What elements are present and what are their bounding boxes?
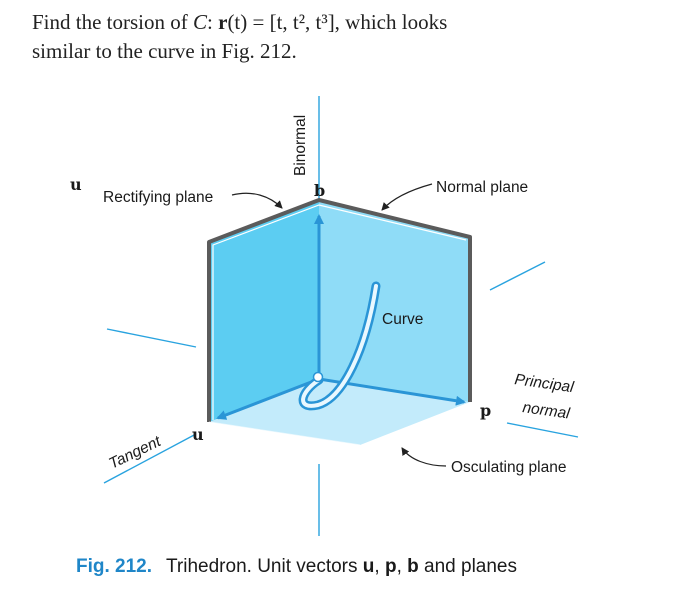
vector-r: r [218,10,228,34]
problem-line-1: Find the torsion of C: r(t) = [t, t², t³… [32,8,652,37]
colon: : [207,10,219,34]
principal-label: Principal [513,371,575,396]
u-top-label: u [70,175,82,194]
rectifying-plane-label: Rectifying plane [103,189,213,206]
plane-frame-inner [212,204,467,420]
curve-point [312,371,324,383]
tangent-axis-line [103,433,197,484]
normal-plane-trace [489,261,546,291]
problem-text: Find the torsion of [32,10,193,34]
osculating-leader [401,447,447,467]
caption-text: Trihedron. Unit vectors [166,556,363,577]
problem-line-2: similar to the curve in Fig. 212. [32,39,297,63]
floor-edge [208,421,361,446]
figure-number: Fig. 212. [76,556,153,577]
b-label: b [314,181,325,200]
plane-frame [207,198,472,422]
osculating-plane [209,379,470,445]
figure-caption: Fig. 212. Trihedron. Unit vectors u, p, b… [76,556,517,578]
curve-path-highlight [301,284,378,408]
problem-statement: Find the torsion of C: r(t) = [t, t², t³… [32,8,652,66]
u-tangent-label: u [192,425,204,444]
p-label: p [480,401,491,420]
normal-leader [381,183,433,211]
curve-definition: (t) = [t, t², t³], which looks [227,10,448,34]
caption-comma: , [374,556,385,577]
osculating-plane-label: Osculating plane [451,459,566,476]
caption-text-end: and planes [418,556,517,577]
rectifying-leader [231,192,283,209]
caption-b: b [407,556,419,577]
binormal-label: Binormal [292,115,309,176]
curve-label: Curve [382,311,423,328]
u-vector [216,377,320,420]
rectifying-plane-trace [106,328,197,348]
caption-comma: , [396,556,408,577]
normal-plane-label: Normal plane [436,179,528,196]
caption-p: p [384,556,397,577]
normal-label: normal [521,399,571,423]
caption-u: u [362,556,375,577]
principal-normal-line [506,422,579,438]
rectifying-plane [209,200,319,422]
curve-symbol: C [193,10,208,34]
